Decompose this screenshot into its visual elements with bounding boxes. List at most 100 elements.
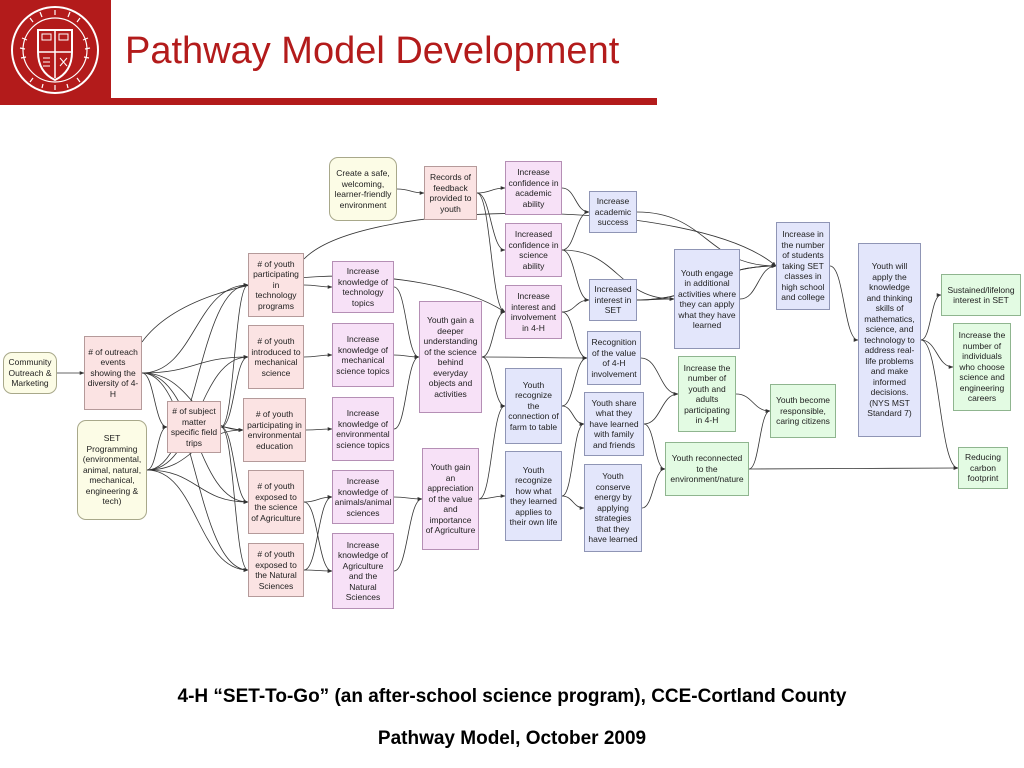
edge-reconnected-to-responsible <box>748 409 771 470</box>
edge-field-trips-to-mech-science <box>220 355 249 428</box>
edge-k-animal-to-appreciation-agri <box>393 496 423 501</box>
node-conf-science: Increased confidence in science ability <box>505 223 562 277</box>
caption-line-2: Pathway Model, October 2009 <box>377 728 647 749</box>
edge-conf-science-to-academic-success <box>561 210 590 251</box>
edge-thinking-skills-to-lifelong <box>920 293 942 341</box>
edge-apply-life-to-conserve-energy <box>561 495 585 510</box>
edge-outreach-events-to-nat-sciences <box>141 372 249 572</box>
edge-k-tech-to-deeper-understanding <box>393 286 420 359</box>
node-responsible: Youth become responsible, caring citizen… <box>770 384 836 438</box>
node-agriculture: # of youth exposed to the science of Agr… <box>248 470 304 534</box>
edge-apply-life-to-share-family <box>561 422 585 497</box>
edge-deeper-understanding-to-interest-involvement <box>481 310 506 358</box>
edge-farm-table-to-value-4h <box>561 356 588 407</box>
edge-env-education-to-k-env <box>305 427 333 431</box>
node-academic-success: Increase academic success <box>589 191 637 233</box>
page-title: Pathway Model Development <box>125 30 620 72</box>
edge-outreach-events-to-mech-science <box>141 355 249 374</box>
edge-additional-activities-to-high-school <box>739 264 777 300</box>
edge-share-family-to-reconnected <box>643 423 666 471</box>
node-value-4h: Recognition of the value of 4-H involvem… <box>587 331 641 385</box>
node-farm-table: Youth recognize the connection of farm t… <box>505 368 562 444</box>
node-youth-adults: Increase the number of youth and adults … <box>678 356 736 432</box>
node-high-school: Increase in the number of students takin… <box>776 222 830 310</box>
edge-high-school-to-thinking-skills <box>829 265 859 342</box>
edge-share-family-to-youth-adults <box>643 392 679 425</box>
edge-conf-science-to-additional-activities <box>561 249 675 301</box>
edge-conserve-energy-to-reconnected <box>641 467 666 509</box>
edge-field-trips-to-env-education <box>220 426 244 432</box>
edge-safe-env-to-feedback <box>396 188 425 195</box>
edge-thinking-skills-to-careers <box>920 339 954 369</box>
edge-academic-success-to-high-school <box>636 211 777 268</box>
node-thinking-skills: Youth will apply the knowledge and think… <box>858 243 921 437</box>
node-feedback: Records of feedback provided to youth <box>424 166 477 220</box>
node-apply-life: Youth recognize how what they learned ap… <box>505 451 562 541</box>
edge-appreciation-agri-to-farm-table <box>478 404 506 500</box>
node-field-trips: # of subject matter specific field trips <box>167 401 221 453</box>
node-interest-involvement: Increase interest and involvement in 4-H <box>505 285 562 339</box>
edge-reconnected-to-carbon <box>748 466 959 470</box>
cornell-seal-icon <box>11 6 99 94</box>
cornell-logo-block <box>0 0 111 105</box>
node-careers: Increase the number of individuals who c… <box>953 323 1011 411</box>
node-mech-science: # of youth introduced to mechanical scie… <box>248 325 304 389</box>
edge-k-env-to-deeper-understanding <box>393 355 420 430</box>
edge-nat-sciences-to-k-animal <box>303 495 333 571</box>
node-k-animal: Increase knowledge of animals/animal sci… <box>332 470 394 524</box>
node-additional-activities: Youth engage in additional activities wh… <box>674 249 740 349</box>
edge-mech-science-to-k-mech <box>303 353 333 358</box>
edge-set-prog-to-field-trips <box>146 425 168 471</box>
edge-k-agri-to-appreciation-agri <box>393 497 423 572</box>
edge-set-prog-to-agriculture <box>146 469 249 504</box>
edge-field-trips-to-tech-programs <box>220 283 249 428</box>
edge-youth-adults-to-responsible <box>735 393 771 413</box>
node-tech-programs: # of youth participating in technology p… <box>248 253 304 317</box>
edge-thinking-skills-to-carbon <box>920 339 959 470</box>
edge-deeper-understanding-to-farm-table <box>481 356 506 408</box>
edge-agriculture-to-k-agri <box>303 501 333 573</box>
node-interest-set: Increased interest in SET <box>589 279 637 321</box>
node-share-family: Youth share what they have learned with … <box>584 392 644 456</box>
node-k-mech: Increase knowledge of mechanical science… <box>332 323 394 387</box>
node-k-agri: Increase knowledge of Agriculture and th… <box>332 533 394 609</box>
caption-line-1: 4-H “SET-To-Go” (an after-school science… <box>177 686 847 707</box>
node-appreciation-agri: Youth gain an appreciation of the value … <box>422 448 479 550</box>
node-env-education: # of youth participating in environmenta… <box>243 398 306 462</box>
edge-nat-sciences-to-k-agri <box>303 569 333 573</box>
node-nat-sciences: # of youth exposed to the Natural Scienc… <box>248 543 304 597</box>
node-k-env: Increase knowledge of environmental scie… <box>332 397 394 461</box>
node-lifelong: Sustained/lifelong interest in SET <box>941 274 1021 316</box>
edge-outreach-events-to-interest-involvement <box>141 275 506 343</box>
node-carbon: Reducing carbon footprint <box>958 447 1008 489</box>
edge-tech-programs-to-k-tech <box>303 284 333 289</box>
edge-interest-involvement-to-interest-set <box>561 298 590 313</box>
edge-deeper-understanding-to-value-4h <box>481 356 588 360</box>
edge-feedback-to-conf-science <box>476 192 506 252</box>
node-reconnected: Youth reconnected to the environment/nat… <box>665 442 749 496</box>
edge-field-trips-to-nat-sciences <box>220 426 249 572</box>
edge-field-trips-to-agriculture <box>220 426 249 504</box>
edge-feedback-to-interest-involvement <box>476 192 506 314</box>
node-k-tech: Increase knowledge of technology topics <box>332 261 394 313</box>
edge-appreciation-agri-to-apply-life <box>478 494 506 500</box>
edge-set-prog-to-nat-sciences <box>146 469 249 572</box>
edge-value-4h-to-youth-adults <box>640 357 679 396</box>
edge-set-prog-to-tech-programs <box>146 283 249 471</box>
node-safe-env: Create a safe, welcoming, learner-friend… <box>329 157 397 221</box>
node-set-prog: SET Programming (environmental, animal, … <box>77 420 147 520</box>
node-deeper-understanding: Youth gain a deeper understanding of the… <box>419 301 482 413</box>
edge-conf-science-to-interest-set <box>561 249 590 302</box>
edge-feedback-to-conf-academic <box>476 186 506 194</box>
edge-farm-table-to-share-family <box>561 405 585 426</box>
edge-conf-academic-to-academic-success <box>561 187 590 214</box>
edge-k-mech-to-deeper-understanding <box>393 354 420 359</box>
title-rule <box>111 98 657 105</box>
node-conf-academic: Increase confidence in academic ability <box>505 161 562 215</box>
edge-interest-involvement-to-value-4h <box>561 311 588 360</box>
node-conserve-energy: Youth conserve energy by applying strate… <box>584 464 642 552</box>
node-outreach-events: # of outreach events showing the diversi… <box>84 336 142 410</box>
edge-outreach-events-to-tech-programs <box>141 283 249 374</box>
node-community: Community Outreach & Marketing <box>3 352 57 394</box>
